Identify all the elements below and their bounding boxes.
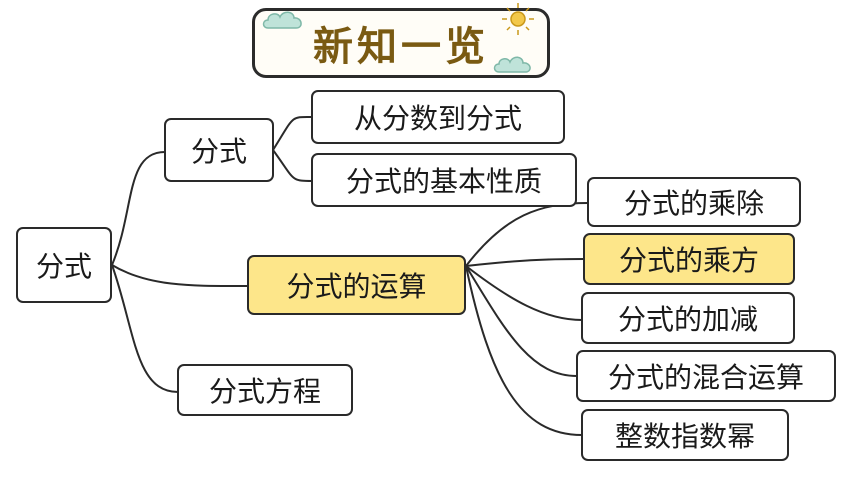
link-yunsuan-to-op3 — [465, 265, 583, 321]
node-fenshi-jiben-xingzhi: 分式的基本性质 — [311, 153, 577, 207]
link-fenshi-to-child2 — [272, 149, 313, 182]
node-chengfang: 分式的乘方 — [583, 233, 795, 285]
node-fenshi-yunsuan: 分式的运算 — [247, 255, 466, 315]
link-yunsuan-to-op4 — [465, 265, 578, 377]
node-chengchu: 分式的乘除 — [587, 177, 801, 227]
link-yunsuan-to-op2 — [465, 258, 585, 267]
link-root-to-fenshi — [111, 151, 166, 266]
link-fenshi-to-child1 — [272, 115, 313, 151]
link-yunsuan-to-op1 — [465, 202, 589, 267]
link-root-to-fangcheng — [111, 264, 179, 393]
link-root-to-yunsuan — [111, 264, 249, 288]
node-fenshi-fangcheng: 分式方程 — [177, 364, 353, 416]
cloud-icon — [493, 56, 531, 73]
node-fenshi: 分式 — [164, 118, 274, 182]
node-hunhe-yunsuan: 分式的混合运算 — [576, 350, 836, 402]
link-yunsuan-to-op5 — [465, 265, 583, 436]
root-node: 分式 — [16, 227, 112, 303]
node-jiajian: 分式的加减 — [581, 292, 795, 344]
node-cong-fenshu-dao-fenshi: 从分数到分式 — [311, 90, 565, 144]
node-zhengshu-zhishu-mi: 整数指数幂 — [581, 409, 789, 461]
page-title: 新知一览 — [313, 23, 489, 70]
sun-icon — [502, 3, 534, 35]
cloud-icon — [262, 11, 302, 29]
